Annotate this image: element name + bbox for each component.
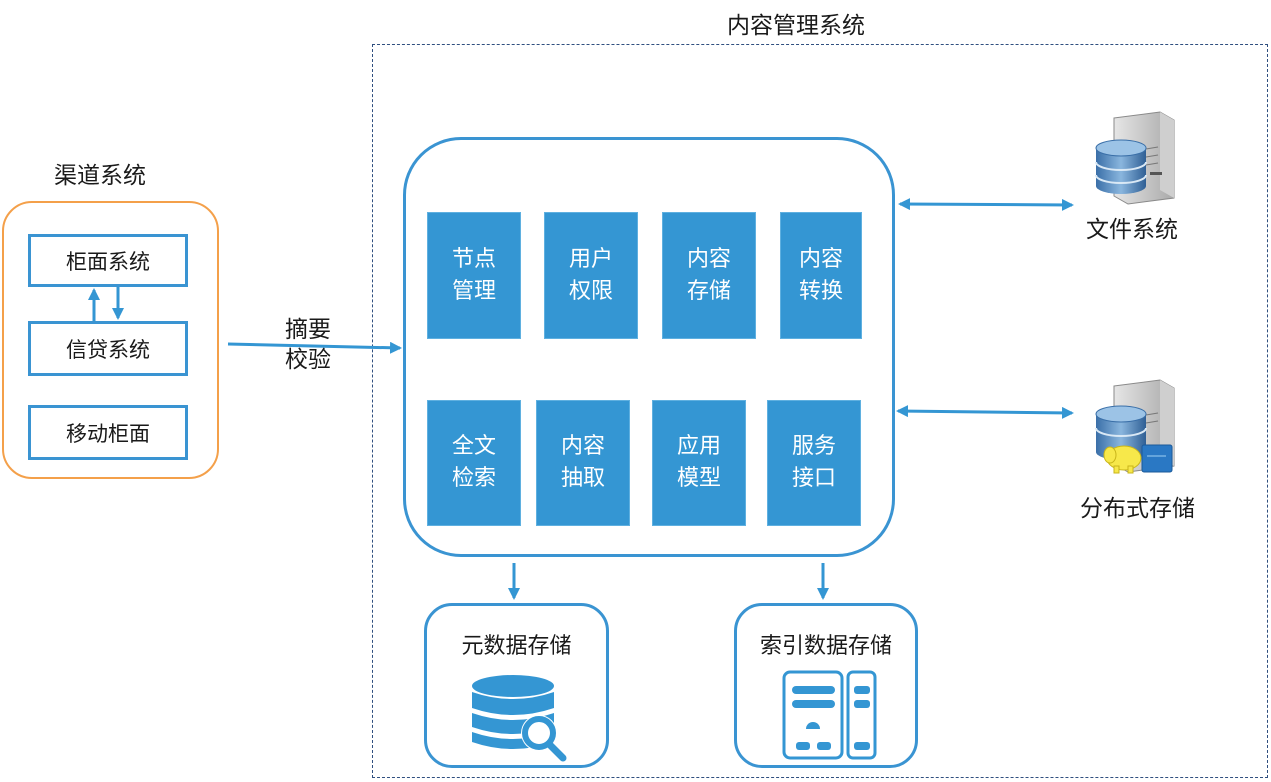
arrow-cms-distributed-storage [896, 405, 1074, 419]
module-label: 内容 [686, 246, 731, 272]
module-label: 服务 [791, 434, 836, 459]
credit-system-box[interactable]: 信贷系统 [28, 321, 188, 376]
cms-title: 内容管理系统 [727, 13, 865, 39]
module-content-storage[interactable]: 内容存储 [662, 212, 756, 339]
cms-boundary [372, 44, 1268, 778]
module-node-management[interactable]: 节点管理 [427, 212, 521, 339]
digest-label-line2: 校验 [285, 347, 331, 373]
index-server-icon [782, 670, 877, 760]
module-fulltext-search[interactable]: 全文检索 [427, 400, 521, 526]
module-service-interface[interactable]: 服务接口 [767, 400, 861, 526]
index-storage-box[interactable]: 索引数据存储 [734, 603, 918, 768]
module-label: 全文 [451, 434, 496, 459]
module-label: 接口 [791, 466, 836, 491]
digest-label-line1: 摘要 [285, 317, 331, 343]
module-label: 应用 [676, 434, 721, 459]
module-label: 节点 [451, 246, 496, 272]
channel-group [2, 201, 219, 479]
module-label: 内容 [560, 434, 605, 459]
counter-system-label: 柜面系统 [66, 249, 150, 274]
counter-system-box[interactable]: 柜面系统 [28, 234, 188, 287]
arrow-cms-file-system [898, 198, 1074, 211]
module-label: 检索 [451, 466, 496, 491]
module-label: 存储 [686, 278, 731, 304]
channel-title: 渠道系统 [54, 163, 146, 189]
database-search-icon [472, 675, 567, 762]
module-label: 用户 [568, 246, 613, 272]
metadata-storage-label: 元数据存储 [461, 634, 572, 659]
credit-system-label: 信贷系统 [66, 337, 150, 362]
module-label: 模型 [676, 466, 721, 491]
mobile-counter-box[interactable]: 移动柜面 [28, 405, 188, 460]
module-label: 管理 [451, 278, 496, 304]
digest-verify-label: 摘要 校验 [285, 315, 331, 375]
index-storage-label: 索引数据存储 [759, 634, 892, 659]
module-application-model[interactable]: 应用模型 [652, 400, 746, 526]
module-label: 权限 [568, 278, 613, 304]
metadata-storage-box[interactable]: 元数据存储 [424, 603, 609, 768]
mobile-counter-label: 移动柜面 [66, 421, 150, 446]
file-server-icon [1095, 111, 1175, 205]
file-system-label: 文件系统 [1086, 217, 1178, 243]
module-content-conversion[interactable]: 内容转换 [780, 212, 862, 339]
module-label: 转换 [798, 278, 843, 304]
distributed-storage-label: 分布式存储 [1080, 496, 1195, 522]
module-label: 抽取 [560, 466, 605, 491]
hadoop-server-icon [1095, 379, 1175, 474]
module-content-extraction[interactable]: 内容抽取 [536, 400, 630, 526]
module-user-permission[interactable]: 用户权限 [544, 212, 638, 339]
arrow-channel-to-cms [227, 341, 402, 354]
module-label: 内容 [798, 246, 843, 272]
